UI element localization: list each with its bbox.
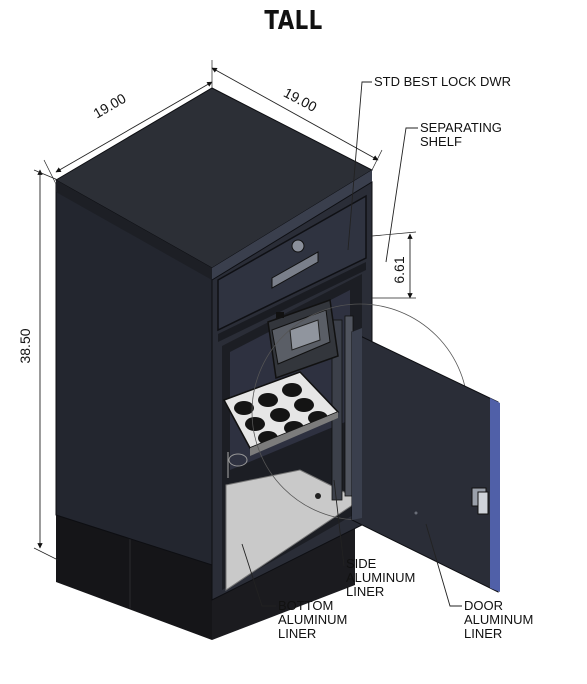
open-door (351, 328, 500, 593)
svg-text:STD BEST LOCK DWR: STD BEST LOCK DWR (374, 74, 511, 89)
svg-text:BOTTOM: BOTTOM (278, 598, 333, 613)
page-title: TALL (264, 6, 323, 36)
callout-separating-shelf: SEPARATING SHELF (385, 120, 502, 263)
dimension-drawer-height: 6.61 (371, 231, 417, 299)
svg-text:19.00: 19.00 (281, 84, 320, 115)
svg-text:38.50: 38.50 (17, 328, 33, 363)
svg-text:LINER: LINER (278, 626, 316, 641)
drawer-handle (271, 251, 319, 289)
callout-door-liner: DOOR ALUMINUM LINER (425, 523, 533, 641)
svg-text:SIDE: SIDE (346, 556, 377, 571)
callout-side-liner: SIDE ALUMINUM LINER (333, 479, 415, 599)
callout-lock-drawer: STD BEST LOCK DWR (347, 74, 511, 251)
svg-text:LINER: LINER (346, 584, 384, 599)
svg-text:ALUMINUM: ALUMINUM (464, 612, 533, 627)
svg-text:ALUMINUM: ALUMINUM (346, 570, 415, 585)
lock-cylinder (291, 239, 305, 253)
svg-text:SEPARATING: SEPARATING (420, 120, 502, 135)
svg-text:ALUMINUM: ALUMINUM (278, 612, 347, 627)
svg-text:6.61: 6.61 (391, 256, 407, 283)
door-latch (471, 487, 489, 515)
svg-text:SHELF: SHELF (420, 134, 462, 149)
svg-text:19.00: 19.00 (90, 90, 129, 121)
dimension-height: 38.50 (17, 169, 59, 561)
keypad-device (267, 298, 339, 380)
svg-text:DOOR: DOOR (464, 598, 503, 613)
perforated-shelf (222, 371, 340, 478)
separating-shelf (218, 262, 366, 342)
svg-text:LINER: LINER (464, 626, 502, 641)
lock-drawer (217, 194, 367, 332)
callout-bottom-liner: BOTTOM ALUMINUM LINER (241, 543, 347, 641)
